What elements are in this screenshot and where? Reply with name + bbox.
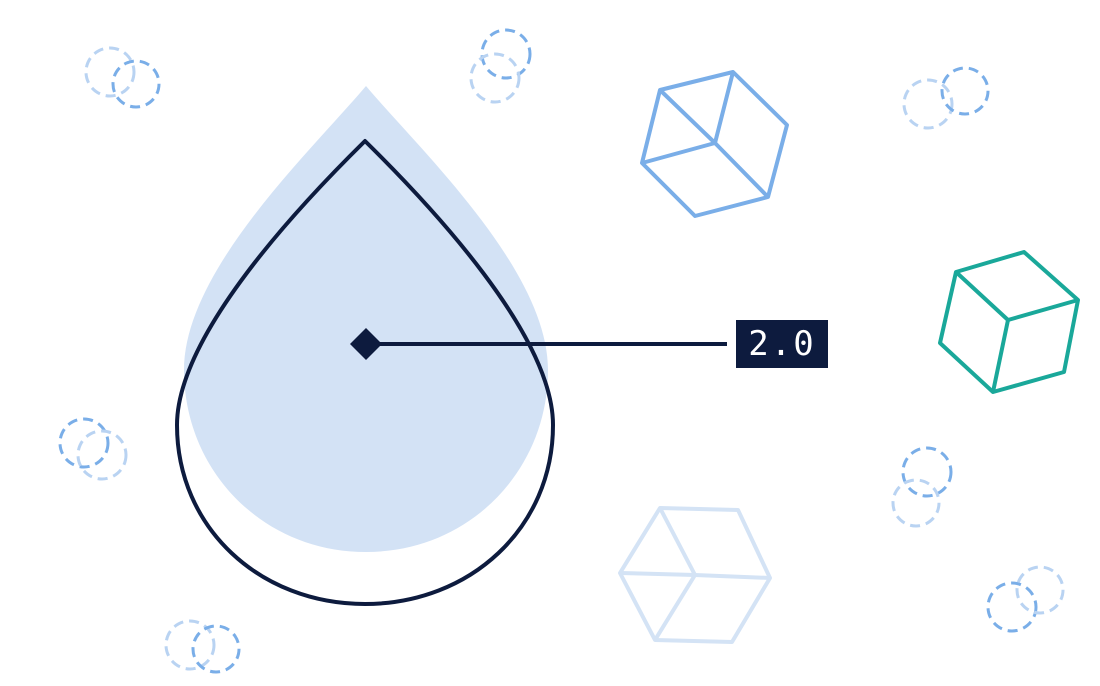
cube-icon bbox=[618, 506, 772, 644]
version-label: 2.0 bbox=[748, 324, 816, 364]
cube-icon bbox=[640, 70, 789, 218]
water-drop-icon bbox=[175, 139, 555, 606]
diamond-icon bbox=[350, 328, 382, 360]
dashed-circle-pair-icon bbox=[986, 565, 1065, 633]
dashed-circle-pair-icon bbox=[164, 619, 241, 674]
dashed-circle-pair-icon bbox=[902, 66, 990, 130]
dashed-circle-pair-icon bbox=[84, 46, 161, 109]
dashed-circle-pair-icon bbox=[469, 28, 532, 104]
dashed-circle-pair-icon bbox=[891, 446, 953, 528]
cube-icon bbox=[938, 250, 1080, 394]
version-label-box bbox=[736, 320, 828, 368]
drop-fill-shape bbox=[184, 86, 548, 552]
dashed-circle-pair-icon bbox=[58, 417, 128, 481]
